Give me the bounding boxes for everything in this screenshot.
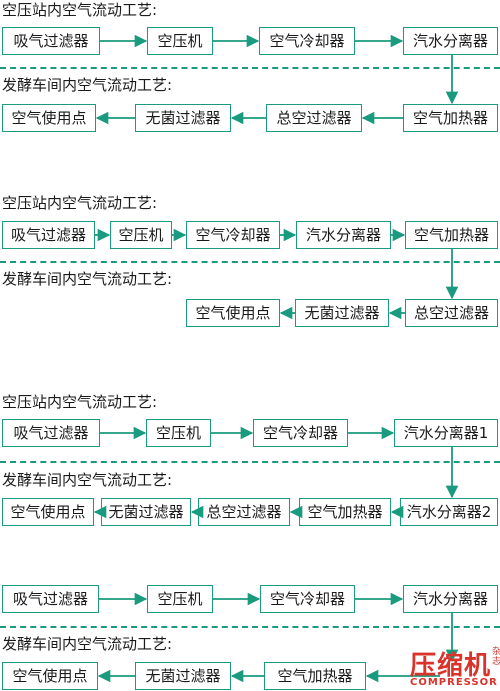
d2-air-cooler-node: 空气冷却器: [186, 221, 280, 249]
d2-air-heater-node: 空气加热器: [405, 221, 498, 249]
d3-compressor-node: 空压机: [146, 419, 211, 447]
d2-main-filter-node: 总空过滤器: [405, 299, 498, 327]
d4-intake-filter-node: 吸气过滤器: [2, 585, 99, 613]
logo-sub-text: COMPRESSOR: [410, 677, 498, 688]
d4-sterile-filter-node: 无菌过滤器: [135, 662, 231, 690]
d4-air-use-point-node: 空气使用点: [2, 662, 98, 690]
diagram2-workshop-title: 发酵车间内空气流动工艺:: [2, 270, 173, 288]
d3-intake-filter-node: 吸气过滤器: [2, 419, 100, 447]
d1-main-filter-node: 总空过滤器: [266, 104, 362, 132]
d4-divider: [0, 626, 500, 628]
diagram1-workshop-title: 发酵车间内空气流动工艺:: [2, 76, 173, 94]
diagram3-workshop-title: 发酵车间内空气流动工艺:: [2, 471, 173, 489]
d3-water-separator-2-node: 汽水分离器2: [400, 498, 498, 526]
logo-main-text: 压缩机: [410, 651, 492, 681]
d4-air-heater-node: 空气加热器: [264, 662, 366, 690]
diagram4-workshop-title: 发酵车间内空气流动工艺:: [2, 635, 173, 653]
diagram3-station-title: 空压站内空气流动工艺:: [2, 393, 158, 411]
diagram2-station-title: 空压站内空气流动工艺:: [2, 194, 158, 212]
d3-air-cooler-node: 空气冷却器: [253, 419, 348, 447]
d2-sterile-filter-node: 无菌过滤器: [295, 299, 389, 327]
d3-divider: [0, 461, 500, 463]
d2-divider: [0, 261, 500, 263]
d1-water-separator-node: 汽水分离器: [403, 27, 498, 55]
d1-intake-filter-node: 吸气过滤器: [2, 27, 100, 55]
logo-side-text: 杂志: [492, 647, 500, 667]
d1-divider: [0, 67, 500, 69]
d4-water-separator-node: 汽水分离器: [403, 585, 498, 613]
d4-air-cooler-node: 空气冷却器: [260, 585, 355, 613]
compressor-magazine-logo: 压缩机 杂志 COMPRESSOR: [406, 645, 500, 691]
d1-compressor-node: 空压机: [147, 27, 213, 55]
d2-compressor-node: 空压机: [110, 221, 172, 249]
d1-air-heater-node: 空气加热器: [403, 104, 498, 132]
d3-air-use-point-node: 空气使用点: [2, 498, 94, 526]
d1-sterile-filter-node: 无菌过滤器: [135, 104, 231, 132]
d2-intake-filter-node: 吸气过滤器: [2, 221, 95, 249]
d3-main-filter-node: 总空过滤器: [198, 498, 290, 526]
d3-sterile-filter-node: 无菌过滤器: [101, 498, 191, 526]
d3-air-heater-node: 空气加热器: [299, 498, 391, 526]
diagram1-station-title: 空压站内空气流动工艺:: [2, 1, 158, 19]
d2-air-use-point-node: 空气使用点: [186, 299, 280, 327]
d4-compressor-node: 空压机: [147, 585, 213, 613]
d1-air-use-point-node: 空气使用点: [2, 104, 96, 132]
d1-air-cooler-node: 空气冷却器: [259, 27, 355, 55]
d2-water-separator-node: 汽水分离器: [296, 221, 391, 249]
d3-water-separator-1-node: 汽水分离器1: [394, 419, 498, 447]
